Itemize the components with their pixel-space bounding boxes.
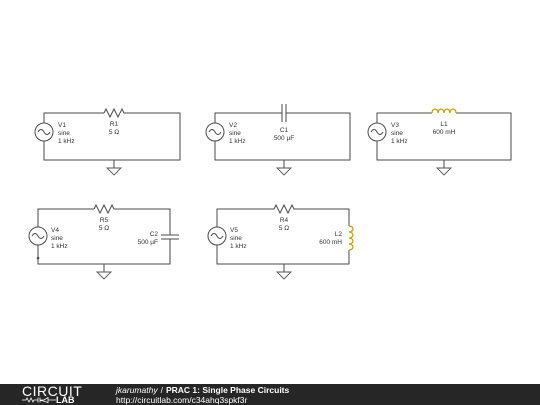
circuit-4: V4 sine 1 kHz R5 5 Ω C2 500 µF	[28, 203, 179, 280]
component-name: R1	[110, 121, 119, 128]
source-name: V3	[391, 122, 399, 129]
inductor-l1[interactable]	[431, 108, 457, 114]
source-freq: 1 kHz	[58, 138, 75, 145]
circuit-5: V5 sine 1 kHz R4 5 Ω L2 600 mH	[207, 203, 354, 280]
component-name: R4	[280, 217, 289, 224]
ground-icon	[105, 167, 123, 176]
component-name: R5	[100, 217, 109, 224]
circuit-title[interactable]: PRAC 1: Single Phase Circuits	[165, 385, 290, 395]
circuit-3: V3 sine 1 kHz L1 600 mH	[367, 108, 512, 176]
separator: /	[160, 385, 163, 395]
component-name: C1	[280, 127, 289, 134]
component-value: 5 Ω	[99, 225, 109, 232]
source-name: V4	[51, 227, 59, 234]
capacitor-c2[interactable]	[161, 234, 179, 240]
junction-dot	[36, 256, 40, 260]
source-type: sine	[51, 235, 63, 242]
resistor-r1[interactable]	[103, 107, 126, 119]
inductor-l2[interactable]	[348, 225, 354, 251]
circuitlab-logo[interactable]: CIRCUIT LAB	[22, 384, 94, 405]
component-name: C2	[150, 231, 159, 238]
resistor-r5[interactable]	[93, 203, 116, 215]
source-type: sine	[230, 235, 242, 242]
voltage-source-v2[interactable]	[205, 122, 225, 142]
circuit-2: V2 sine 1 kHz C1 500 µF	[205, 104, 351, 176]
wire	[376, 112, 512, 161]
resistor-r4[interactable]	[273, 203, 296, 215]
source-freq: 1 kHz	[391, 138, 408, 145]
author-link[interactable]: jkarumathy	[116, 385, 158, 395]
ground-icon	[95, 271, 113, 280]
voltage-source-v1[interactable]	[34, 122, 54, 142]
footer-title-line: jkarumathy/PRAC 1: Single Phase Circuits	[116, 385, 289, 395]
source-name: V1	[58, 122, 66, 129]
component-value: 500 µF	[138, 239, 158, 246]
ground-icon	[435, 167, 453, 176]
source-name: V2	[229, 122, 237, 129]
circuit-url[interactable]: http://circuitlab.com/c34ahq3spkf3r	[116, 395, 248, 405]
footer-bar: CIRCUIT LAB jkarumathy/PRAC 1: Single Ph…	[0, 384, 540, 405]
voltage-source-v5[interactable]	[207, 226, 227, 246]
logo-circuit-icon	[22, 397, 56, 403]
wire	[43, 112, 181, 161]
source-name: V5	[230, 227, 238, 234]
component-name: L1	[440, 121, 448, 128]
component-value: 600 mH	[433, 129, 456, 136]
circuit-1: V1 sine 1 kHz R1 5 Ω	[34, 107, 181, 176]
source-freq: 1 kHz	[51, 243, 68, 250]
source-type: sine	[58, 130, 70, 137]
source-freq: 1 kHz	[229, 138, 246, 145]
logo-text-bottom: LAB	[56, 395, 75, 405]
component-value: 5 Ω	[109, 129, 119, 136]
ground-icon	[275, 271, 293, 280]
wire	[214, 112, 351, 161]
component-value: 5 Ω	[279, 225, 289, 232]
voltage-source-v4[interactable]	[28, 226, 48, 246]
source-type: sine	[229, 130, 241, 137]
source-type: sine	[391, 130, 403, 137]
circuit-schematic: V1 sine 1 kHz R1 5 Ω V2 sine 1 kHz C1 50…	[28, 104, 512, 280]
wire	[216, 208, 350, 265]
ground-icon	[275, 167, 293, 176]
component-value: 600 mH	[319, 239, 342, 246]
source-freq: 1 kHz	[230, 243, 247, 250]
capacitor-c1[interactable]	[281, 104, 287, 122]
component-value: 500 µF	[274, 135, 294, 142]
component-name: L2	[335, 231, 343, 238]
voltage-source-v3[interactable]	[367, 122, 387, 142]
logo-text-top: CIRCUIT	[22, 383, 83, 399]
